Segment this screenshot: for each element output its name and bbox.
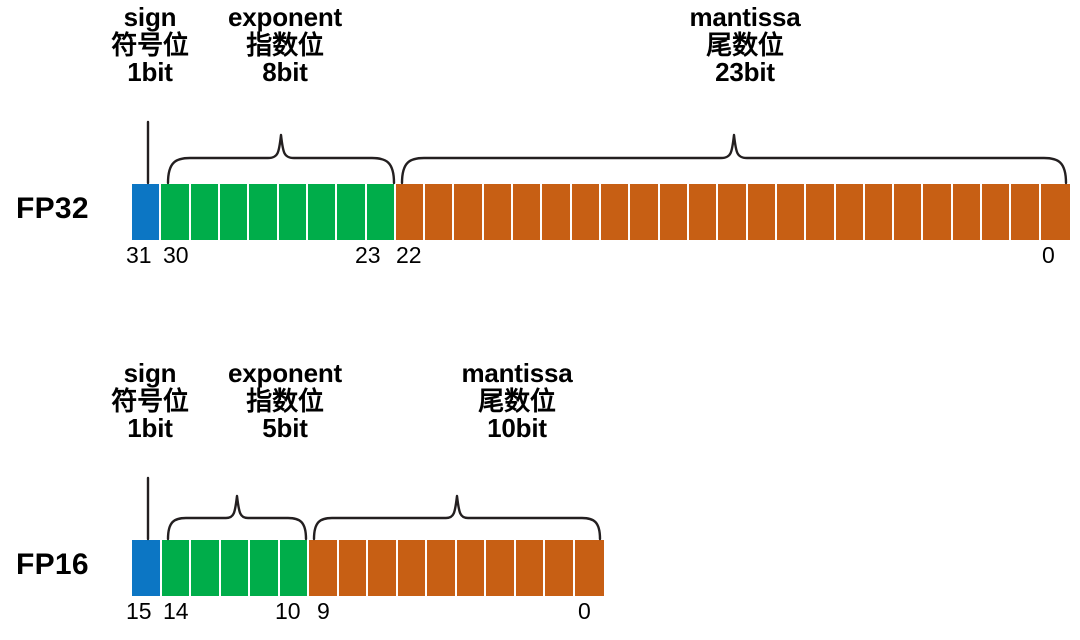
fp32-bit-cell-mantissa [806,184,836,240]
fp16-mantissa-label: mantissa 尾数位 10bit [427,358,607,444]
fp16-exponent-label-bits: 5bit [262,413,308,444]
fp32-bit-cell-mantissa [1011,184,1041,240]
fp32-bit-cell-mantissa [864,184,895,240]
fp32-bit-cell-mantissa [894,184,924,240]
fp16-format-name: FP16 [16,548,89,581]
fp16-bit-cell-mantissa [338,540,368,596]
fp32-exponent-label-en: exponent [228,2,342,32]
fp16-bit-cell-mantissa [368,540,398,596]
fp16-bit-cell-mantissa [397,540,427,596]
fp32-bit-number-22: 22 [396,242,422,268]
fp32-mantissa-brace [400,133,1068,185]
fp32-bit-number-30: 30 [163,242,189,268]
fp32-sign-label-bits: 1bit [127,57,173,88]
fp32-bit-cell-mantissa [835,184,865,240]
fp32-bit-cell-mantissa [630,184,660,240]
fp32-mantissa-label-en: mantissa [689,2,801,32]
fp32-sign-label: sign 符号位 1bit [103,2,197,88]
fp16-sign-label-cn: 符号位 [111,385,189,416]
fp32-bit-cell-mantissa [688,184,719,240]
fp16-bit-number-15: 15 [126,598,152,624]
fp16-bit-cell-mantissa [309,540,339,596]
fp32-bit-cell-mantissa [952,184,983,240]
fp32-bit-number-31: 31 [126,242,152,268]
fp32-bit-cell-exponent [249,184,279,240]
fp32-bit-field-bar [132,184,1070,240]
fp32-bit-cell-mantissa [1040,184,1070,240]
fp32-sign-label-cn: 符号位 [111,29,189,60]
fp32-bit-number-23: 23 [355,242,381,268]
fp32-bit-cell-mantissa [982,184,1012,240]
fp16-bit-cell-exponent [191,540,221,596]
fp32-bit-cell-exponent [161,184,191,240]
fp32-bit-cell-sign [132,184,162,240]
fp32-bit-cell-exponent [337,184,367,240]
fp16-bit-cell-exponent [161,540,191,596]
fp32-bit-cell-mantissa [483,184,514,240]
fp32-bit-cell-mantissa [601,184,631,240]
fp16-exponent-brace [166,494,308,541]
fp16-bit-number-9: 9 [317,598,330,624]
fp16-exponent-label-cn: 指数位 [246,385,324,416]
fp16-exponent-label-en: exponent [228,358,342,388]
fp32-bit-cell-mantissa [659,184,689,240]
fp32-bit-cell-mantissa [718,184,748,240]
fp32-bit-cell-mantissa [395,184,426,240]
fp32-bit-cell-mantissa [923,184,953,240]
fp16-bit-number-10: 10 [275,598,301,624]
fp16-bit-number-0: 0 [578,598,591,624]
fp16-mantissa-label-en: mantissa [461,358,573,388]
fp16-sign-label-en: sign [123,358,177,388]
fp32-mantissa-label-cn: 尾数位 [706,29,784,60]
fp32-mantissa-label-bits: 23bit [715,57,775,88]
fp16-sign-label-bits: 1bit [127,413,173,444]
fp32-exponent-label-cn: 指数位 [246,29,324,60]
fp32-exponent-label-bits: 8bit [262,57,308,88]
fp16-bit-cell-sign [132,540,162,596]
fp16-bit-cell-mantissa [427,540,457,596]
fp32-bit-cell-mantissa [454,184,484,240]
fp32-exponent-brace [166,133,396,185]
fp16-mantissa-brace [312,494,602,541]
fp32-bit-cell-mantissa [513,184,543,240]
fp16-exponent-label: exponent 指数位 5bit [205,358,365,444]
fp16-bit-cell-mantissa [545,540,575,596]
fp32-mantissa-label: mantissa 尾数位 23bit [655,2,835,88]
fp32-bit-cell-mantissa [571,184,601,240]
fp16-bit-number-14: 14 [163,598,189,624]
fp32-bit-number-0: 0 [1042,242,1055,268]
fp32-bit-cell-mantissa [542,184,572,240]
fp32-bit-cell-mantissa [747,184,777,240]
fp32-bit-cell-exponent [219,184,250,240]
fp32-bit-cell-mantissa [776,184,807,240]
fp16-mantissa-label-cn: 尾数位 [478,385,556,416]
fp16-mantissa-label-bits: 10bit [487,413,547,444]
fp16-bit-cell-exponent [220,540,250,596]
fp16-bit-cell-mantissa [515,540,545,596]
fp32-bit-cell-exponent [366,184,396,240]
fp16-sign-label: sign 符号位 1bit [103,358,197,444]
fp16-bit-cell-exponent [250,540,280,596]
fp16-bit-cell-exponent [279,540,309,596]
fp32-bit-cell-exponent [190,184,220,240]
fp32-bit-cell-exponent [307,184,338,240]
fp16-bit-field-bar [132,540,604,596]
fp16-bit-cell-mantissa [486,540,516,596]
fp16-bit-cell-mantissa [456,540,486,596]
fp32-exponent-label: exponent 指数位 8bit [205,2,365,88]
fp16-bit-cell-mantissa [574,540,604,596]
fp32-bit-cell-exponent [278,184,308,240]
fp32-format-name: FP32 [16,192,89,225]
fp32-bit-cell-mantissa [425,184,455,240]
fp32-sign-label-en: sign [123,2,177,32]
